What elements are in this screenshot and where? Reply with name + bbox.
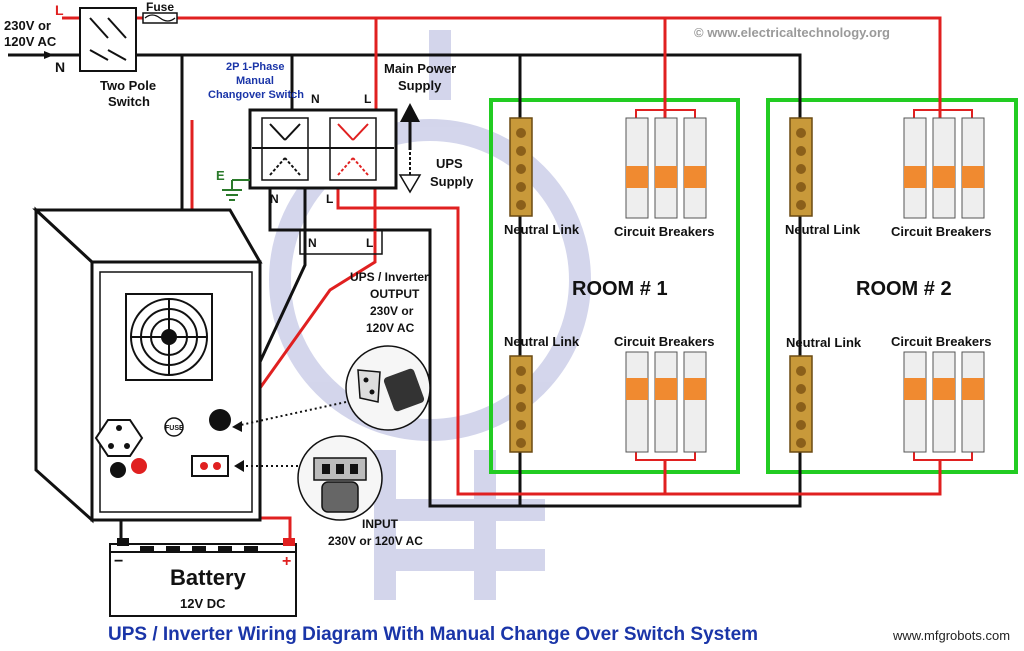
two-pole-switch bbox=[79, 7, 137, 72]
fuse-icon bbox=[142, 12, 178, 24]
supply-voltage-line1: 230V or bbox=[4, 18, 51, 33]
supply-arrow-icon bbox=[44, 51, 54, 59]
earth-ground-icon bbox=[222, 179, 250, 201]
room-1-neutral-link-bottom bbox=[509, 355, 533, 453]
inverter-wire-junction bbox=[299, 229, 383, 255]
supply-neutral-label: N bbox=[55, 59, 65, 75]
changeover-label-3: Changover Switch bbox=[208, 89, 304, 101]
room-1-breakers-top-label: Circuit Breakers bbox=[614, 224, 714, 239]
earth-label: E bbox=[216, 168, 225, 183]
watermark-bottom: www.mfgrobots.com bbox=[892, 628, 1010, 643]
battery-title: Battery bbox=[170, 565, 247, 590]
input-plug-pointer-arrow-icon bbox=[234, 460, 244, 472]
output-plug-pointer-arrow-icon bbox=[232, 421, 242, 432]
room-1-title: ROOM # 1 bbox=[572, 278, 668, 300]
room-2-title: ROOM # 2 bbox=[856, 278, 952, 300]
room-2-breakers-top-label: Circuit Breakers bbox=[891, 224, 991, 239]
changeover-label-1: 2P 1-Phase bbox=[226, 61, 285, 73]
changeover-l-bottom: L bbox=[326, 192, 333, 206]
ups-output-label-1: UPS / Inverter bbox=[350, 270, 429, 284]
ups-supply-label-2: Supply bbox=[430, 174, 474, 189]
changeover-switch bbox=[248, 108, 398, 190]
main-power-arrow-icon bbox=[400, 103, 420, 150]
ups-supply-arrow-icon bbox=[398, 152, 422, 194]
room-1-circuit-breakers-top bbox=[625, 117, 707, 219]
inverter-wire-n-label: N bbox=[308, 236, 317, 250]
ups-output-label-4: 120V AC bbox=[366, 321, 415, 335]
battery-terminal-negative bbox=[110, 462, 126, 478]
supply-line-label: L bbox=[55, 2, 64, 18]
supply-voltage-line2: 120V AC bbox=[4, 34, 57, 49]
changeover-label-2: Manual bbox=[236, 75, 274, 87]
changeover-n-top: N bbox=[311, 92, 320, 106]
changeover-n-bottom: N bbox=[270, 192, 279, 206]
room-2-neutral-link-top bbox=[789, 117, 813, 217]
room-1-breakers-bottom-label: Circuit Breakers bbox=[614, 334, 714, 349]
input-plug-icon bbox=[297, 435, 383, 521]
changeover-l-top: L bbox=[364, 92, 371, 106]
room-2-neutral-link-top-label: Neutral Link bbox=[785, 222, 861, 237]
breaker-bus-bars bbox=[635, 109, 973, 461]
main-power-label-2: Supply bbox=[398, 78, 442, 93]
two-pole-switch-label-2: Switch bbox=[108, 94, 150, 109]
ups-input-label-1: INPUT bbox=[362, 517, 399, 531]
footer-title: UPS / Inverter Wiring Diagram With Manua… bbox=[108, 624, 758, 645]
watermark-top: © www.electricaltechnology.org bbox=[694, 25, 890, 40]
room-2-circuit-breakers-top bbox=[903, 117, 985, 219]
main-power-label-1: Main Power bbox=[384, 61, 456, 76]
ups-output-label-3: 230V or bbox=[370, 304, 414, 318]
ups-output-label-2: OUTPUT bbox=[370, 287, 420, 301]
ups-supply-label-1: UPS bbox=[436, 156, 463, 171]
battery-subtitle: 12V DC bbox=[180, 596, 226, 611]
room-2-box bbox=[766, 98, 1018, 474]
ups-input-label-2: 230V or 120V AC bbox=[328, 534, 423, 548]
ups-fuse-label: FUSE bbox=[165, 425, 184, 432]
room-1-box bbox=[489, 98, 740, 474]
ups-fuse-holder-icon bbox=[164, 417, 184, 437]
battery-minus-sign: − bbox=[114, 553, 123, 570]
room-2-neutral-link-bottom bbox=[789, 355, 813, 453]
ups-output-terminal bbox=[209, 409, 231, 431]
battery-terminal-positive bbox=[131, 458, 147, 474]
cooling-fan-icon bbox=[125, 293, 213, 381]
output-plug-pointer bbox=[235, 401, 347, 427]
room-1-neutral-link-bottom-label: Neutral Link bbox=[504, 334, 580, 349]
room-1-neutral-link-top-label: Neutral Link bbox=[504, 222, 580, 237]
battery-plus-sign: + bbox=[282, 553, 291, 570]
battery-12v bbox=[109, 538, 297, 617]
room-1-neutral-link-top bbox=[509, 117, 533, 217]
room-2-neutral-link-bottom-label: Neutral Link bbox=[786, 335, 862, 350]
output-plug-icon bbox=[345, 345, 431, 431]
fuse-label: Fuse bbox=[146, 0, 174, 14]
inverter-wire-l-label: L bbox=[366, 236, 373, 250]
ups-input-socket-icon bbox=[191, 455, 229, 477]
two-pole-switch-label-1: Two Pole bbox=[100, 78, 156, 93]
room-1-circuit-breakers-bottom bbox=[625, 351, 707, 453]
room-2-circuit-breakers-bottom bbox=[903, 351, 985, 453]
room-2-breakers-bottom-label: Circuit Breakers bbox=[891, 334, 991, 349]
ups-socket-icon bbox=[94, 419, 144, 457]
